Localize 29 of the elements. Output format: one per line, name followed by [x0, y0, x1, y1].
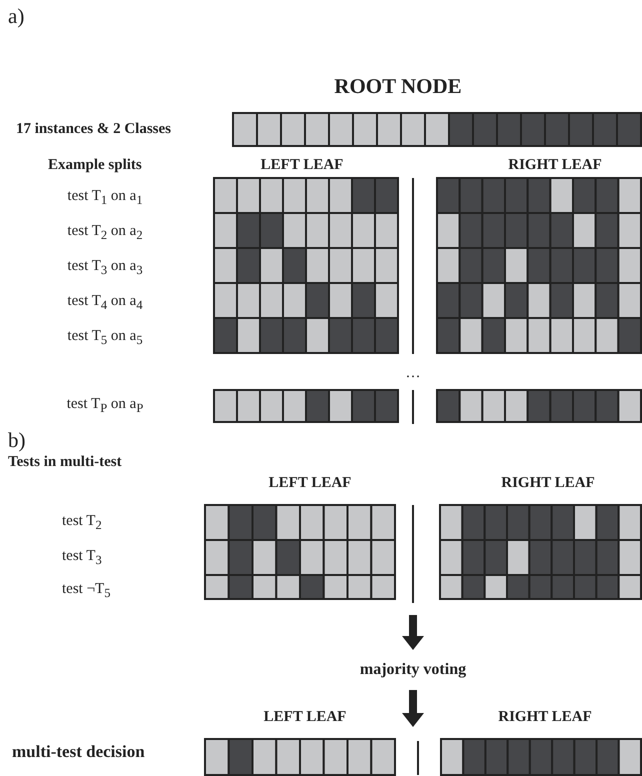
row-label: test T$_{2}$ — [62, 514, 102, 532]
row-label: 17 instances & 2 Classes — [16, 122, 172, 137]
row-label: test T$_{4}$ on a$_{4}$ — [67, 294, 143, 312]
column-heading: RIGHT LEAF — [501, 476, 595, 491]
row-label: test T$_{5}$ on a$_{5}$ — [67, 329, 143, 346]
row-label: test T$_{P}$ on a$_{P}$ — [66, 397, 144, 414]
column-heading: LEFT LEAF — [264, 710, 346, 725]
instance-grid-drawing — [204, 738, 642, 776]
instance-grid-drawing — [213, 177, 642, 354]
instance-grid-drawing — [204, 504, 642, 603]
row-label: test ¬T$_{5}$ — [62, 582, 110, 600]
heading: ROOT NODE — [334, 76, 462, 97]
ellipsis: … — [406, 366, 420, 381]
voting-label: majority voting — [360, 662, 466, 678]
row-label: test T$_{3}$ on a$_{3}$ — [67, 259, 143, 276]
instance-grid-drawing — [232, 112, 642, 147]
column-heading: Example splits — [48, 158, 142, 173]
panel-label: a) — [8, 6, 24, 27]
row-label: test T$_{1}$ on a$_{1}$ — [67, 189, 143, 206]
column-heading: RIGHT LEAF — [498, 710, 592, 725]
instance-grid-drawing — [213, 389, 642, 424]
column-heading: LEFT LEAF — [260, 158, 344, 173]
column-heading: LEFT LEAF — [268, 476, 352, 491]
column-heading: RIGHT LEAF — [508, 158, 602, 173]
row-label: test T$_{3}$ — [62, 549, 102, 566]
row-label: test T$_{2}$ on a$_{2}$ — [67, 224, 143, 242]
row-label: multi-test decision — [12, 743, 145, 760]
column-heading: Tests in multi-test — [8, 455, 122, 470]
panel-label: b) — [8, 430, 26, 451]
